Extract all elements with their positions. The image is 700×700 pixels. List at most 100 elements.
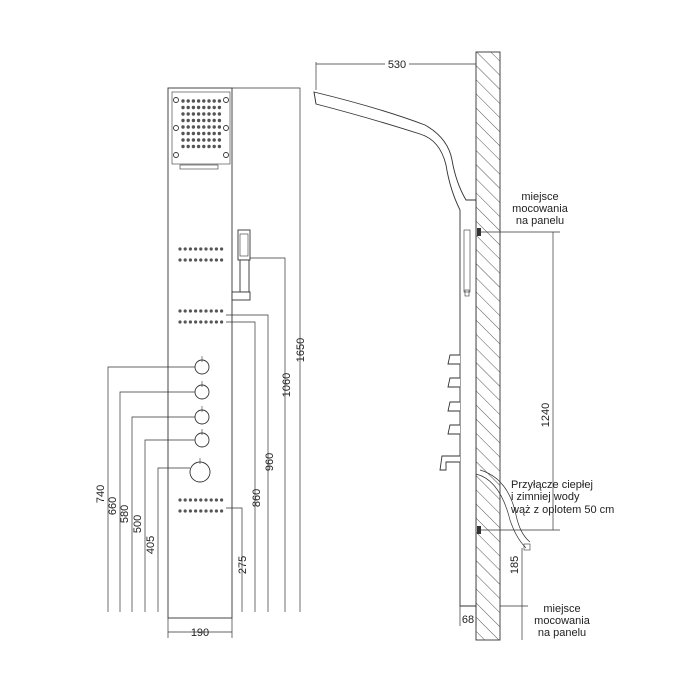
rain-nozzle — [212, 125, 216, 129]
note-mount-bottom-line3: na panelu — [538, 627, 586, 639]
body-jet-nozzle — [220, 498, 224, 502]
rain-nozzle — [212, 138, 216, 142]
rain-nozzle — [202, 118, 206, 123]
body-jet-nozzle — [194, 509, 198, 513]
body-jet-nozzle — [199, 320, 203, 324]
rain-nozzle — [191, 125, 196, 129]
body-jet-nozzle — [194, 498, 198, 502]
dimension-660-label: 660 — [107, 497, 119, 515]
rain-nozzle — [202, 138, 206, 142]
rain-nozzle — [196, 118, 201, 123]
rain-nozzle — [191, 112, 196, 116]
dimension-740-label: 740 — [95, 485, 107, 503]
rain-nozzle — [202, 131, 206, 136]
body-jet-nozzle — [204, 258, 208, 262]
rain-nozzle — [196, 112, 201, 116]
rain-nozzle — [207, 138, 211, 142]
body-jet-nozzle — [204, 509, 208, 513]
rain-nozzle — [217, 144, 222, 149]
note-mount-top-line2: mocowania — [512, 203, 569, 215]
rain-nozzle-corner — [223, 125, 229, 131]
body-jet-rows — [178, 247, 224, 513]
rain-nozzle — [196, 138, 201, 142]
note-mount-bottom-line1: miejsce — [543, 603, 580, 615]
dimension-1240-label: 1240 — [540, 403, 552, 427]
rain-nozzle — [217, 125, 222, 129]
rain-nozzle — [202, 125, 206, 129]
body-jet-nozzle — [178, 309, 182, 313]
body-jet-nozzle — [214, 258, 218, 262]
rain-nozzle — [191, 118, 196, 123]
dimension-860-label: 860 — [251, 489, 263, 507]
rain-nozzle — [186, 131, 190, 136]
rain-nozzle — [191, 138, 196, 142]
body-jet-nozzle — [194, 309, 198, 313]
rain-nozzle — [207, 112, 211, 116]
dimension-185-label: 185 — [509, 556, 521, 574]
rain-nozzle — [181, 138, 185, 142]
rain-nozzle — [207, 118, 211, 123]
body-jet-nozzle — [209, 509, 213, 513]
body-jet-nozzle — [183, 258, 187, 262]
note-mount-top-line1: miejsce — [521, 191, 558, 203]
body-jet-nozzle — [183, 320, 187, 324]
body-jet-nozzle — [178, 498, 182, 502]
rain-nozzle — [196, 105, 201, 110]
dimension-depth: 68 — [459, 606, 477, 626]
rain-nozzle — [217, 112, 222, 116]
body-jet-nozzle — [199, 509, 203, 513]
mount-marker-top — [477, 228, 481, 236]
body-jet-nozzle — [204, 247, 208, 251]
side-knobs — [439, 354, 460, 471]
rain-nozzle-corner — [223, 152, 229, 158]
body-jet-nozzle — [220, 309, 224, 313]
body-jet-nozzle — [204, 498, 208, 502]
front-left-dimensions: 740 660 580 500 405 — [95, 366, 195, 612]
body-jet-nozzle — [194, 247, 198, 251]
note-mount-bottom: miejsce mocowania na panelu — [534, 603, 591, 639]
dimension-275-label: 275 — [237, 556, 249, 574]
rain-nozzle — [217, 105, 222, 110]
control-knobs — [189, 356, 211, 483]
dimension-width: 190 — [167, 618, 233, 639]
body-jet-nozzle — [199, 258, 203, 262]
body-jet-nozzle — [178, 247, 182, 251]
body-jet-nozzle — [194, 258, 198, 262]
rain-nozzle — [186, 138, 190, 142]
dimension-580-label: 580 — [119, 505, 131, 523]
rain-nozzle — [181, 125, 185, 129]
note-mount-bottom-line2: mocowania — [534, 615, 591, 627]
mount-marker-bottom — [477, 526, 481, 534]
side-view: 530 1240 185 68 miejsce mocowania na pan… — [313, 51, 614, 641]
body-jet-nozzle — [209, 498, 213, 502]
note-pipes-line2: i zimniej wody — [511, 491, 580, 503]
rain-nozzle — [217, 99, 222, 103]
body-jet-nozzle — [183, 498, 187, 502]
hand-shower — [231, 229, 251, 301]
rain-shower-head — [171, 91, 231, 170]
rain-nozzle — [207, 131, 211, 136]
rain-nozzle — [207, 125, 211, 129]
rain-nozzle — [202, 105, 206, 110]
rain-nozzle — [217, 131, 222, 136]
body-jet-nozzle — [178, 258, 182, 262]
rain-nozzle — [202, 144, 206, 149]
body-jet-nozzle — [214, 309, 218, 313]
body-jet-nozzle — [183, 509, 187, 513]
rain-nozzle — [181, 105, 185, 110]
dimension-405-label: 405 — [145, 536, 157, 554]
body-jet-nozzle — [188, 509, 192, 513]
dimension-68-label: 68 — [462, 614, 474, 626]
body-jet-nozzle — [199, 498, 203, 502]
body-jet-nozzle — [183, 247, 187, 251]
dimension-1650-label: 1650 — [295, 338, 307, 362]
body-jet-nozzle — [188, 309, 192, 313]
rain-nozzle — [181, 118, 185, 123]
body-jet-nozzle — [220, 258, 224, 262]
thermostat-knob — [189, 461, 211, 483]
rain-nozzle — [191, 144, 196, 149]
rain-nozzle — [196, 99, 201, 103]
body-jet-nozzle — [188, 247, 192, 251]
body-jet-nozzle — [183, 309, 187, 313]
